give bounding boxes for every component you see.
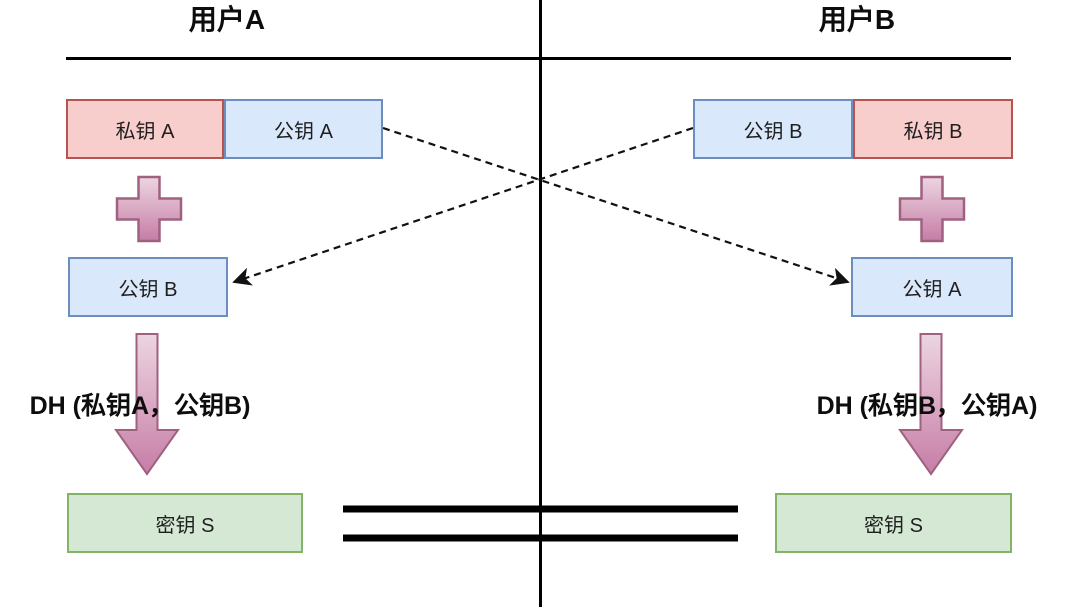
secret-key-s-box-a: 密钥 S <box>67 493 303 553</box>
secret-key-s-box-b: 密钥 S <box>775 493 1012 553</box>
user-a-title: 用户A <box>188 4 266 35</box>
public-key-b-box: 公钥 B <box>693 99 853 159</box>
plus-icon <box>115 175 183 243</box>
public-key-b-transfer-arrow <box>232 126 694 286</box>
plus-icon <box>898 175 966 243</box>
user-b-title: 用户B <box>818 4 896 35</box>
public-key-a-box: 公钥 A <box>224 99 383 159</box>
equals-sign <box>343 505 738 542</box>
public-key-a-transfer-arrow <box>382 126 850 286</box>
dh-computation-label-b: DH (私钥B，公钥A) <box>816 392 1038 420</box>
private-key-a-box: 私钥 A <box>66 99 224 159</box>
dh-computation-label-a: DH (私钥A，公钥B) <box>29 392 251 420</box>
received-public-key-a-box: 公钥 A <box>851 257 1013 317</box>
received-public-key-b-box: 公钥 B <box>68 257 228 317</box>
private-key-b-box: 私钥 B <box>853 99 1013 159</box>
